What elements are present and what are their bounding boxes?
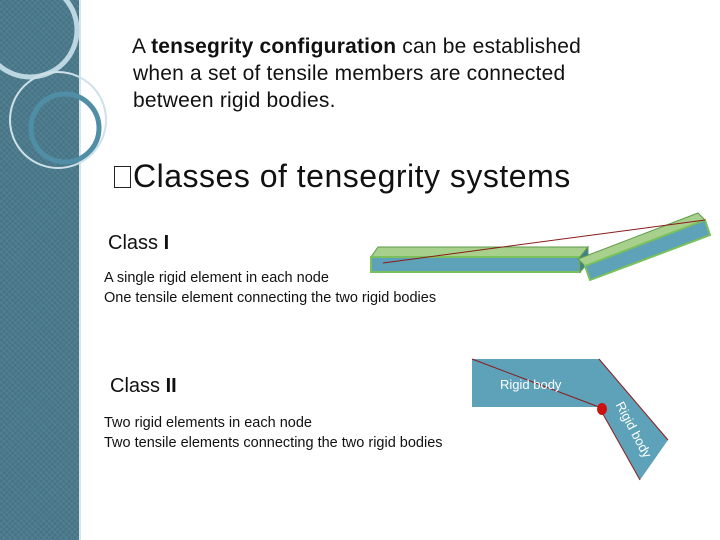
- class-2-description: Two rigid elements in each node Two tens…: [104, 413, 443, 453]
- deco-circle-outer: [9, 71, 107, 169]
- square-bullet-icon: [114, 166, 131, 188]
- intro-line-2: when a set of tensile members are connec…: [133, 62, 566, 85]
- intro-line-1: A tensegrity configuration can be establ…: [132, 35, 582, 58]
- section-heading-text: Classes of tensegrity systems: [133, 158, 571, 194]
- class-2-label: Class II: [110, 375, 177, 397]
- class-1-description: A single rigid element in each node One …: [104, 268, 436, 308]
- class-1-bar-1-end: [579, 245, 589, 274]
- class-2-node: [597, 403, 607, 415]
- class-1-label: Class I: [108, 232, 170, 254]
- rigid-body-label: Rigid body: [500, 377, 562, 392]
- deco-circle-small: [28, 91, 102, 165]
- class-1-line-1: A single rigid element in each node: [104, 270, 329, 286]
- deco-circle-large: [0, 0, 80, 80]
- class-1-bar-2-top: [577, 212, 706, 267]
- class-1-tensile-element: [382, 219, 706, 264]
- class-2-line-2: Two tensile elements connecting the two …: [104, 435, 443, 451]
- intro-bold-term: tensegrity configuration: [151, 35, 397, 58]
- intro-paragraph: A tensegrity configuration can be establ…: [130, 33, 690, 114]
- class-1-bar-1-top: [370, 246, 590, 258]
- intro-line-3: between rigid bodies.: [133, 89, 336, 112]
- class-1-line-2: One tensile element connecting the two r…: [104, 290, 437, 306]
- class-2-line-1: Two rigid elements in each node: [104, 415, 312, 431]
- class-1-rigid-bar-2: [583, 218, 712, 282]
- sidebar-divider: [79, 0, 81, 540]
- decorative-circles: [0, 0, 107, 169]
- sidebar-texture: [0, 0, 79, 540]
- rigid-body-rotated-label: Rigid body: [612, 399, 655, 461]
- section-heading: Classes of tensegrity systems: [114, 158, 571, 195]
